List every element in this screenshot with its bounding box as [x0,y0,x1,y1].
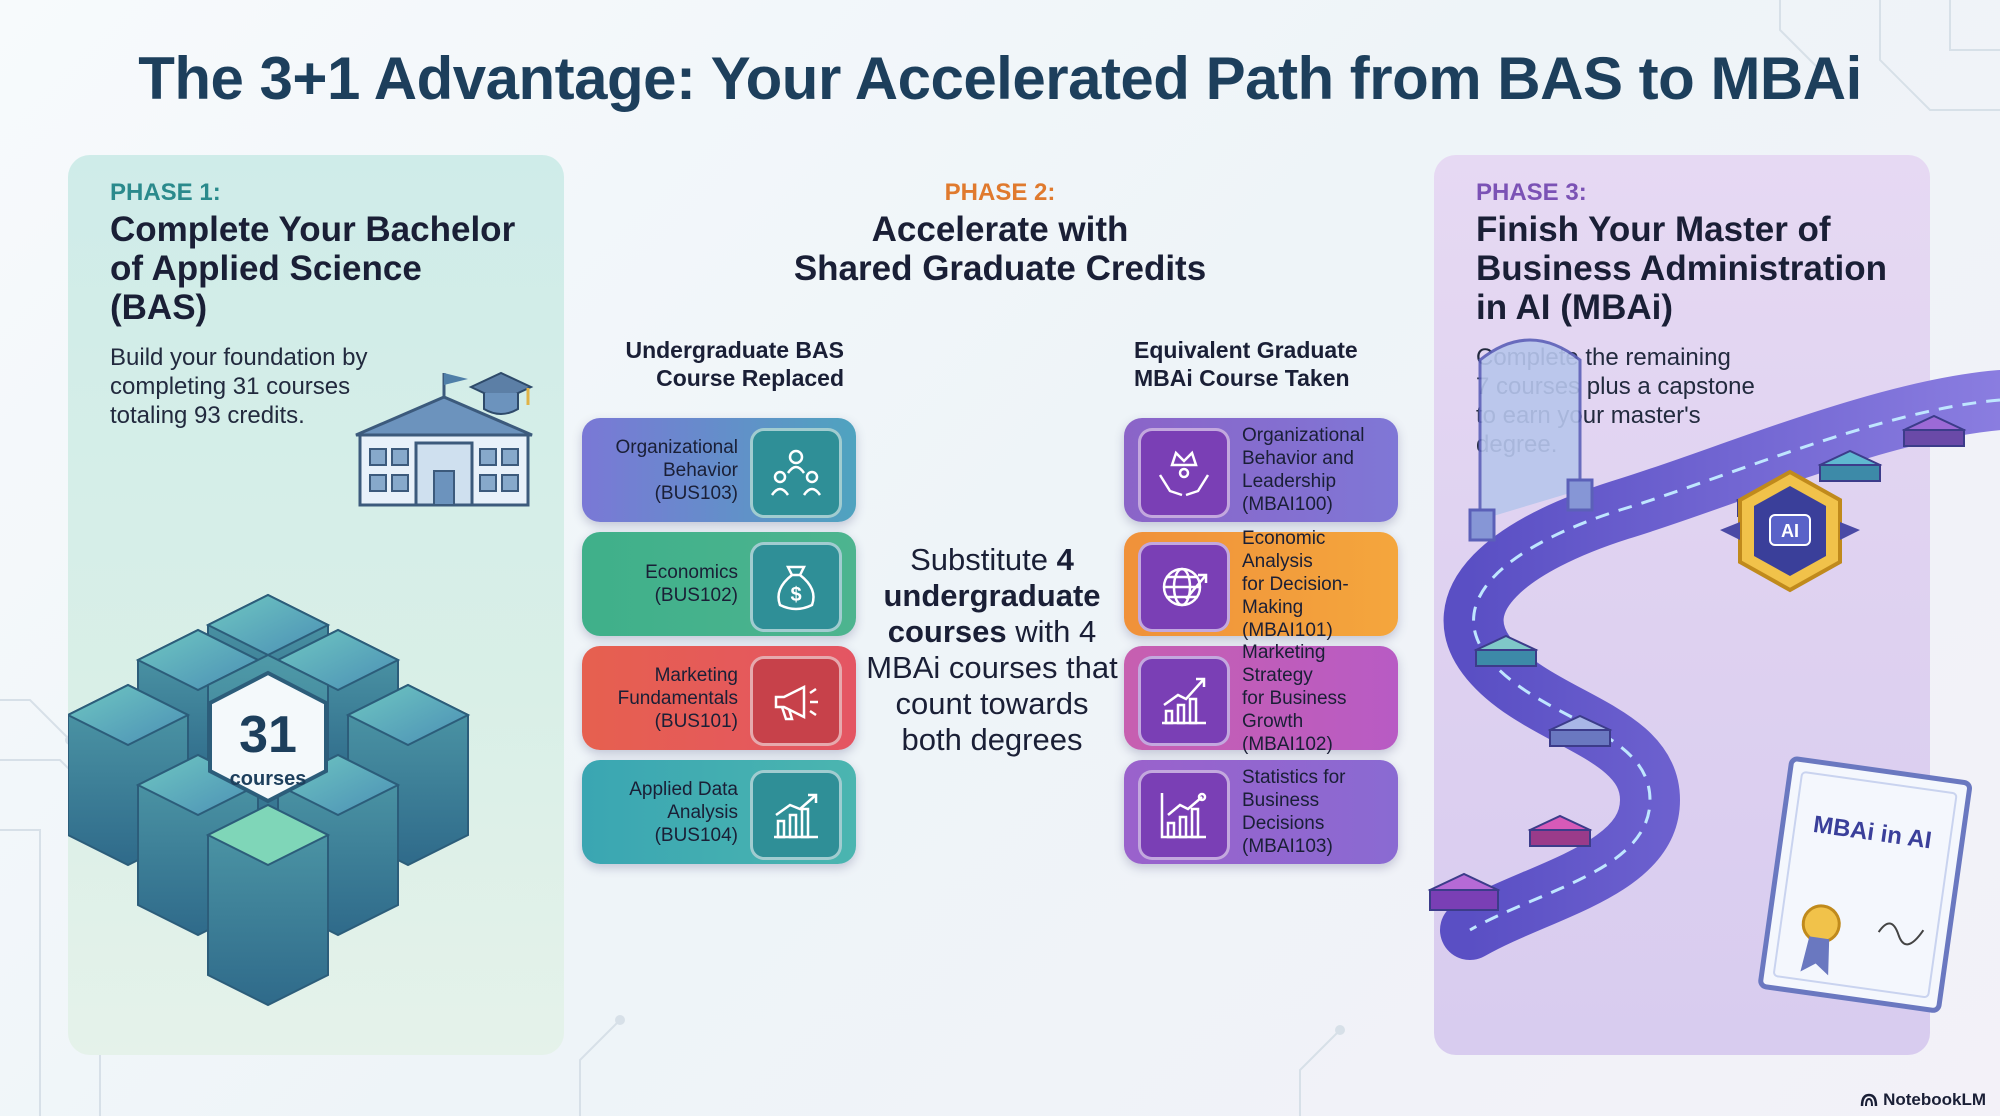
phase3-label: PHASE 3: [1476,179,1587,206]
header-line: Course Replaced [656,365,844,391]
university-building-icon [355,373,533,507]
phase3-title: Finish Your Master of Business Administr… [1476,210,1887,327]
header-line: MBAi Course Taken [1134,365,1350,391]
header-line: Equivalent Graduate [1134,337,1358,363]
course-label: Economics(BUS102) [645,562,738,606]
phase1-panel: PHASE 1: Complete Your Bachelor of Appli… [68,155,564,1055]
phase2-title-line: Shared Graduate Credits [793,249,1207,288]
brand-text: NotebookLM [1883,1090,1986,1109]
note-text: both degrees [901,722,1083,757]
undergrad-column-header: Undergraduate BAS Course Replaced [582,336,844,392]
phase1-desc-line: totaling 93 credits. [110,402,305,429]
phase2-label: PHASE 2: [944,179,1056,206]
notebooklm-brand: NotebookLM [1860,1090,1986,1110]
mbai-path-illustration: AI MBAi in AI [1427,338,2000,1013]
megaphone-icon [750,656,842,746]
team-icon [750,428,842,518]
phase1-title: Complete Your Bachelor of Applied Scienc… [110,210,515,327]
note-text: count towards [895,686,1089,721]
badge-unit: courses [230,768,307,790]
note-text-bold: 4 [1056,542,1074,577]
note-text: with 4 [1006,614,1097,649]
growth-chart-icon [1138,656,1230,746]
gate-arch [1468,338,1594,542]
course-block-cluster: 31 courses [68,593,471,1007]
phase3-title-line: Finish Your Master of [1476,210,1831,249]
phase1-description: Build your foundation by completing 31 c… [110,343,368,430]
phase1-title-line: Complete Your Bachelor [110,210,516,249]
globe-icon [1138,542,1230,632]
phase3-title-line: Business Administration [1476,249,1887,288]
crown-hands-icon [1138,428,1230,518]
diploma-certificate: MBAi in AI [1758,756,1972,1013]
svg-text:$: $ [790,584,801,606]
phase3-title-line: in AI (MBAi) [1476,288,1673,327]
note-text: Substitute [910,542,1057,577]
money-bag-icon: $ [750,542,842,632]
undergrad-course-card: Economics(BUS102) $ [582,532,856,636]
phase1-title-line: (BAS) [110,288,208,327]
phase2-title-line: Accelerate with [871,210,1129,249]
phase1-title-line: of Applied Science [110,249,422,288]
note-text-bold: undergraduate [883,578,1101,613]
header-line: Undergraduate BAS [625,337,844,363]
substitution-note: Substitute 4 undergraduate courses with … [852,542,1132,758]
ai-badge-text: AI [1781,521,1799,541]
graduate-column-header: Equivalent Graduate MBAi Course Taken [1134,336,1414,392]
phase2-title: Accelerate with Shared Graduate Credits [0,210,2000,288]
notebooklm-logo-icon [1860,1093,1878,1107]
note-text: MBAi courses that [866,650,1118,685]
badge-number: 31 [239,706,297,764]
statistics-icon [1138,770,1230,860]
phase1-desc-line: completing 31 courses [110,373,351,400]
page-title: The 3+1 Advantage: Your Accelerated Path… [138,45,1862,112]
ai-badge-icon: AI [1720,469,1860,593]
note-text-bold: courses [887,614,1007,649]
phase1-label: PHASE 1: [110,179,221,206]
graduation-cap-icon [468,371,534,415]
bar-chart-icon [750,770,842,860]
phase1-desc-line: Build your foundation by [110,344,368,371]
